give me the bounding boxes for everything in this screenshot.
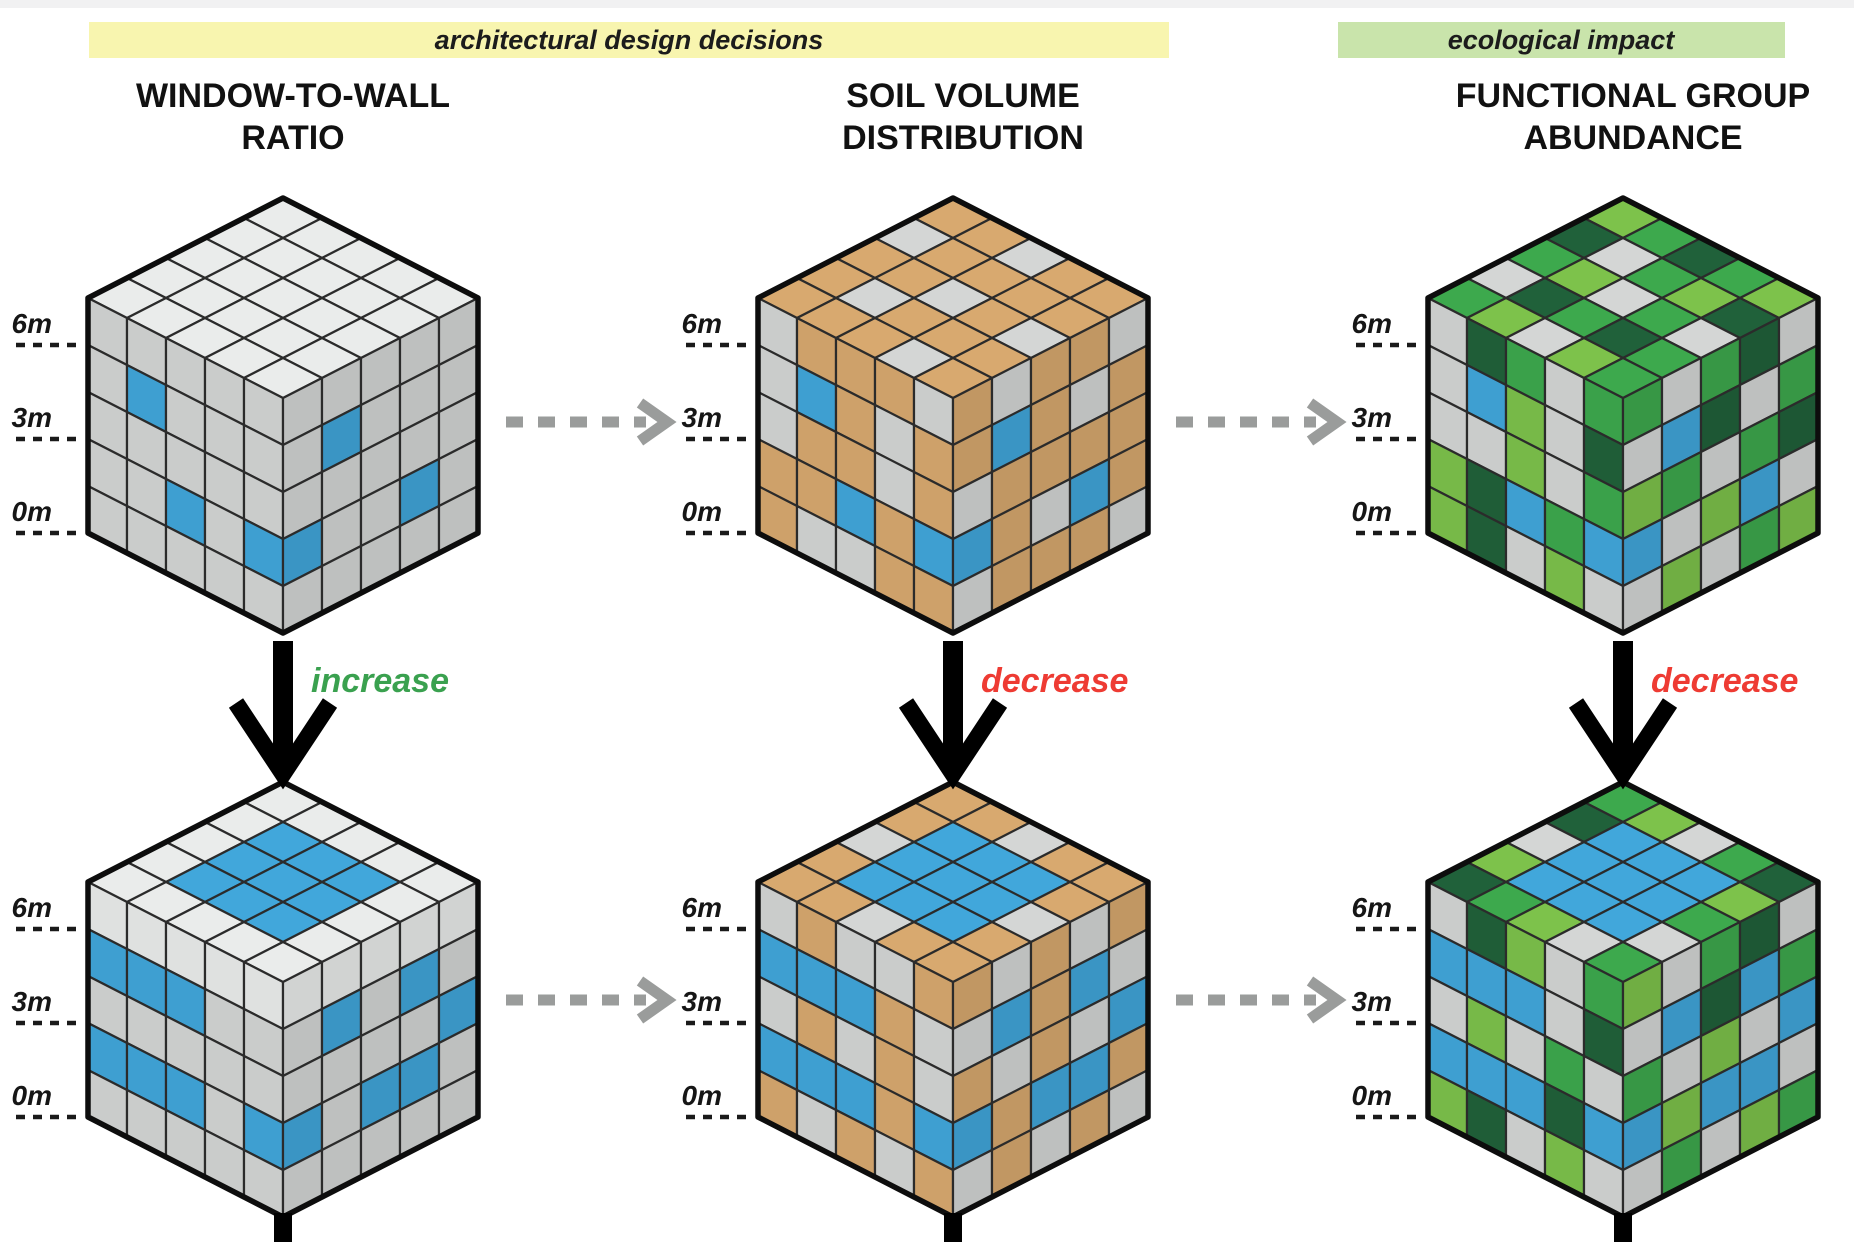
- axis-label-0m-cube0: 0m: [12, 496, 52, 527]
- column-title-wwr-line1: WINDOW-TO-WALL: [136, 77, 450, 115]
- architectural-banner-label: architectural design decisions: [435, 25, 824, 55]
- cube-fga-after: [1425, 779, 1821, 1220]
- axis-label-3m-cube1: 3m: [682, 402, 722, 433]
- axis-label-3m-cube0: 3m: [12, 402, 52, 433]
- column-title-soil-line2: DISTRIBUTION: [842, 119, 1084, 157]
- architectural-banner: [89, 22, 1169, 58]
- axis-label-6m-cube2: 6m: [1352, 308, 1392, 339]
- vertical-arrows-layer: [228, 641, 1678, 790]
- change-label-decrease-soil: decrease: [981, 662, 1128, 700]
- column-title-soil-line1: SOIL VOLUME: [846, 77, 1080, 115]
- top-edge-strip: [0, 0, 1854, 8]
- axis-label-3m-cube4: 3m: [682, 986, 722, 1017]
- axis-label-6m-cube1: 6m: [682, 308, 722, 339]
- cube-wwr-after: [85, 779, 481, 1220]
- change-label-increase: increase: [311, 662, 449, 700]
- arrow-stub: [1614, 1213, 1632, 1242]
- axis-label-0m-cube4: 0m: [682, 1080, 722, 1111]
- ecological-banner: [1338, 22, 1785, 58]
- change-arrow-functional-group-abundance: [1568, 641, 1678, 790]
- cube-soil-before: [755, 195, 1151, 636]
- axis-label-6m-cube3: 6m: [12, 892, 52, 923]
- axis-label-0m-cube2: 0m: [1352, 496, 1392, 527]
- change-arrow-window-to-wall-ratio: [228, 641, 338, 790]
- dashed-arrow-top-1: [506, 398, 677, 446]
- dashed-arrow-bottom-2: [1176, 976, 1347, 1024]
- axis-label-0m-cube5: 0m: [1352, 1080, 1392, 1111]
- axis-label-6m-cube0: 6m: [12, 308, 52, 339]
- height-axis-layer: 6m 3m 0m 6m 3m 0m 6m 3m 0m 6m 3m 0m 6m 3m 0m 6m 3m 0m: [12, 308, 1424, 1120]
- voxel-cubes-layer: [85, 195, 1821, 1242]
- axis-label-3m-cube2: 3m: [1352, 402, 1392, 433]
- column-title-fga-line2: ABUNDANCE: [1523, 119, 1742, 157]
- cube-wwr-before: [85, 195, 481, 636]
- axis-label-6m-cube4: 6m: [682, 892, 722, 923]
- axis-label-3m-cube5: 3m: [1352, 986, 1392, 1017]
- column-title-fga-line1: FUNCTIONAL GROUP: [1456, 77, 1810, 115]
- column-title-wwr-line2: RATIO: [241, 119, 344, 157]
- axis-label-3m-cube3: 3m: [12, 986, 52, 1017]
- arrow-stub: [944, 1213, 962, 1242]
- ecological-banner-label: ecological impact: [1448, 25, 1676, 55]
- axis-label-0m-cube1: 0m: [682, 496, 722, 527]
- dashed-arrow-top-2: [1176, 398, 1347, 446]
- change-arrow-soil-volume-distribution: [898, 641, 1008, 790]
- arrow-stub: [274, 1213, 292, 1242]
- cube-soil-after: [755, 779, 1151, 1220]
- change-label-decrease-fga: decrease: [1651, 662, 1798, 700]
- axis-label-0m-cube3: 0m: [12, 1080, 52, 1111]
- axis-label-6m-cube5: 6m: [1352, 892, 1392, 923]
- cube-fga-before: [1425, 195, 1821, 636]
- dashed-arrow-bottom-1: [506, 976, 677, 1024]
